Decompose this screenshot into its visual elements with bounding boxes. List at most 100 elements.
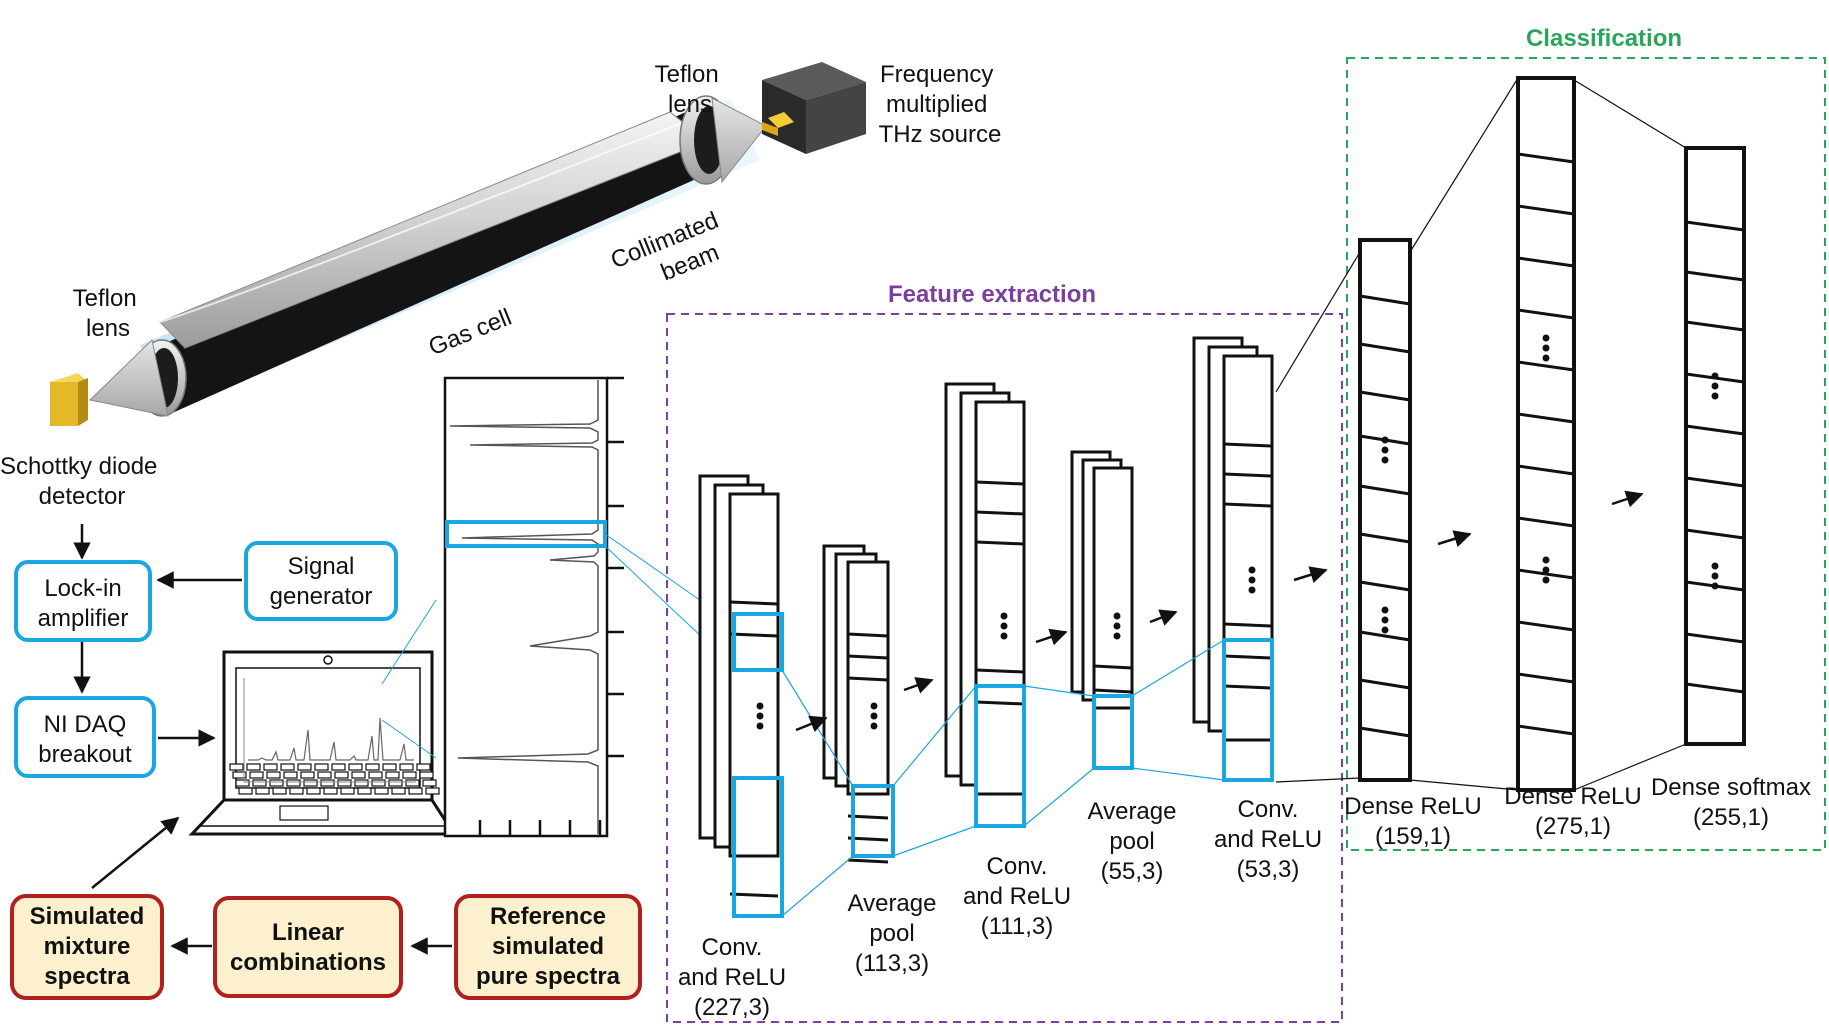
- conv2-feature-map: [974, 400, 1026, 796]
- pool1-cell-divider: [847, 858, 889, 864]
- layer-flow-arrow: [903, 677, 934, 694]
- laptop-key: [425, 787, 440, 795]
- dense2-ellipsis-dot: [1542, 556, 1550, 564]
- dense3-ellipsis-dot: [1711, 572, 1719, 580]
- dense2-ellipsis-dot: [1542, 576, 1550, 584]
- laptop-key: [229, 763, 244, 771]
- dense1-ellipsis-dot: [1381, 606, 1389, 614]
- dense-connection-line: [1409, 77, 1519, 253]
- dense-connection-line: [1573, 79, 1687, 149]
- laptop-key: [314, 763, 329, 771]
- pool2-highlight: [1092, 694, 1134, 770]
- conv2-label: Conv.and ReLU(111,3): [963, 853, 1071, 940]
- dense1-cell-divider: [1359, 726, 1411, 738]
- dense1-cell-divider: [1359, 342, 1411, 354]
- laptop-key: [354, 779, 369, 787]
- cnn-network: [698, 76, 1746, 918]
- laptop-key: [300, 771, 315, 779]
- laptop-key: [402, 771, 417, 779]
- laptop-key: [263, 763, 278, 771]
- feature-ellipsis-dot: [756, 712, 764, 720]
- dense3-ellipsis-dot: [1711, 392, 1719, 400]
- laptop-key: [289, 787, 304, 795]
- dense1-ellipsis-dot: [1381, 456, 1389, 464]
- dense2-cell-divider: [1517, 672, 1575, 684]
- feature-ellipsis-dot: [1000, 632, 1008, 640]
- conv3-stack: [1192, 336, 1274, 742]
- dense3-cell-divider: [1685, 220, 1745, 232]
- pool1-cell-divider: [847, 654, 889, 660]
- conv3-cell-divider: [1223, 684, 1273, 690]
- laptop-key: [351, 771, 366, 779]
- dense2-cell-divider: [1517, 724, 1575, 736]
- left-teflon-lens-icon: [88, 339, 169, 417]
- laptop-key: [416, 763, 431, 771]
- layer-flow-arrow: [1035, 628, 1068, 646]
- thz-source-box-icon: [762, 62, 866, 154]
- dense1-ellipsis-dot: [1381, 616, 1389, 624]
- laptop-key: [317, 771, 332, 779]
- feature-extraction-title: Feature extraction: [888, 281, 1096, 308]
- laptop-key: [303, 779, 318, 787]
- gas-cell-label: Gas cell: [425, 304, 516, 362]
- laptop-key: [249, 771, 264, 779]
- dense3-ellipsis-dot: [1711, 582, 1719, 590]
- lock-in-amplifier-box: [14, 560, 152, 642]
- dense2-cell-divider: [1517, 620, 1575, 632]
- simulated-mixture-box: [10, 894, 164, 1000]
- conv1-feature-map: [728, 492, 780, 858]
- dense2-ellipsis-dot: [1542, 344, 1550, 352]
- laptop-key: [238, 787, 253, 795]
- laptop-key: [266, 771, 281, 779]
- pool1-cell-divider: [847, 676, 889, 682]
- laptop-key: [235, 779, 250, 787]
- laptop-key: [348, 763, 363, 771]
- feature-ellipsis-dot: [1248, 586, 1256, 594]
- dense3-cell-divider: [1685, 270, 1745, 282]
- dense3-label: Dense softmax(255,1): [1651, 774, 1811, 831]
- conv3-feature-map: [1222, 354, 1274, 742]
- conv3-cell-divider: [1223, 654, 1273, 660]
- dense2-ellipsis-dot: [1542, 334, 1550, 342]
- conv3-cell-divider: [1223, 622, 1273, 628]
- signal-generator-box: [244, 541, 398, 621]
- feature-ellipsis-dot: [756, 702, 764, 710]
- pool1-highlight: [851, 784, 895, 858]
- pool1-cell-divider: [847, 632, 889, 638]
- laptop-key: [340, 787, 355, 795]
- dense2-cell-divider: [1517, 464, 1575, 476]
- laptop-key: [408, 787, 423, 795]
- dense1-ellipsis-dot: [1381, 446, 1389, 454]
- dense3-cell-divider: [1685, 476, 1745, 488]
- layer-flow-arrow: [1611, 490, 1644, 508]
- pool2-cell-divider: [1093, 664, 1133, 670]
- conv2-cell-divider: [975, 700, 1025, 706]
- dense1-cell-divider: [1359, 390, 1411, 402]
- laptop-key: [232, 771, 247, 779]
- dense-connection-line: [1275, 777, 1361, 783]
- conv1-stack: [698, 474, 780, 898]
- conv1-cell-divider: [729, 600, 779, 606]
- laptop-key: [422, 779, 437, 787]
- dense1-cell-divider: [1359, 678, 1411, 690]
- layer-flow-arrow: [1149, 609, 1178, 626]
- laptop-key: [399, 763, 414, 771]
- receptive-field-link: [781, 855, 854, 917]
- dense2-cell-divider: [1517, 152, 1575, 164]
- conv1-cell-divider: [729, 632, 779, 638]
- dense3-cell-divider: [1685, 632, 1745, 644]
- laptop-key: [405, 779, 420, 787]
- dense-connection-line: [1573, 743, 1687, 791]
- dense3-ellipsis-dot: [1711, 372, 1719, 380]
- dense2-ellipsis-dot: [1542, 566, 1550, 574]
- dense2-ellipsis-dot: [1542, 354, 1550, 362]
- dense3-cell-divider: [1685, 528, 1745, 540]
- dense1-cell-divider: [1359, 630, 1411, 642]
- feature-ellipsis-dot: [1248, 576, 1256, 584]
- laptop-key: [374, 787, 389, 795]
- conv1-label: Conv.and ReLU(227,3): [678, 934, 786, 1021]
